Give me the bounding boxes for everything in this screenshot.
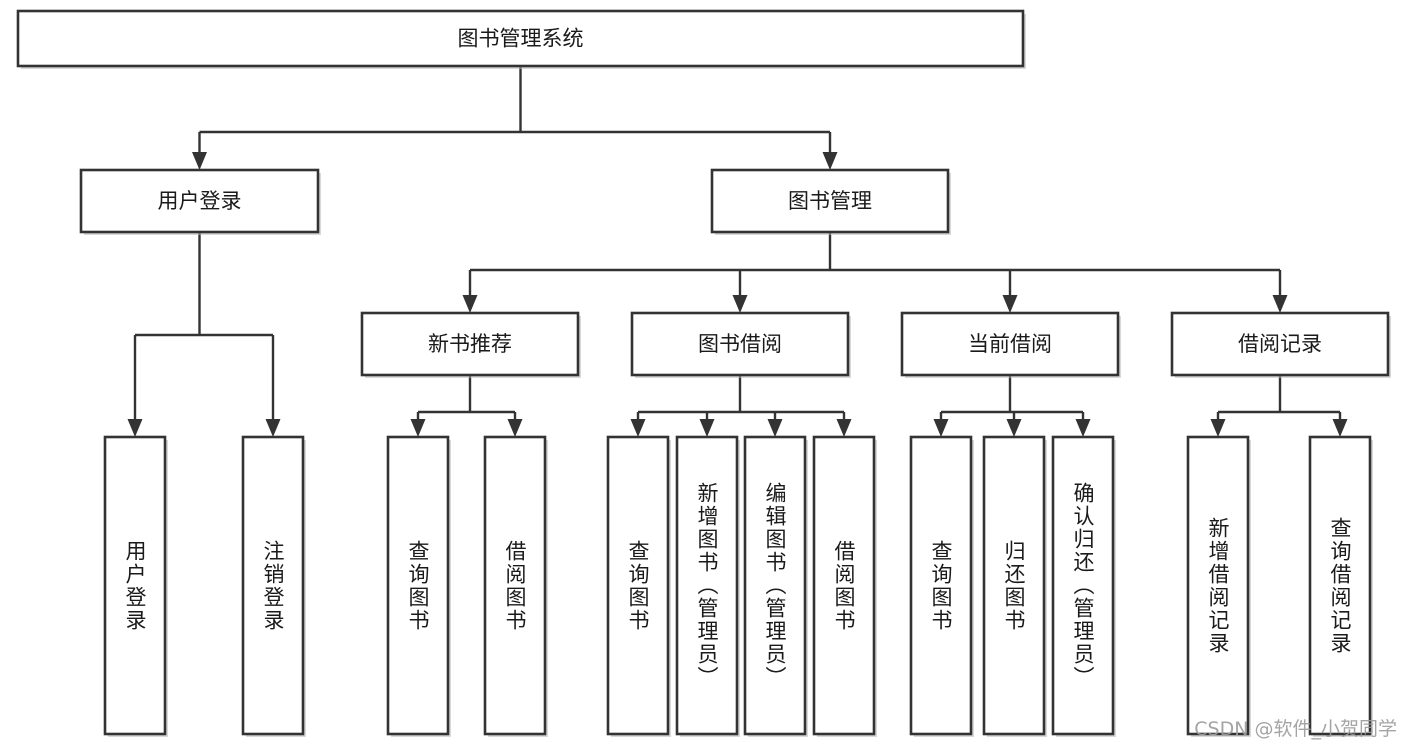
connector-arrowhead	[507, 419, 523, 437]
connector-arrowhead	[1075, 419, 1091, 437]
node-leaf-1[interactable]	[241, 435, 305, 736]
node-leaf-0[interactable]	[103, 435, 167, 736]
node-root[interactable]	[16, 9, 1025, 68]
node-level3-3[interactable]	[1170, 311, 1390, 377]
connector-arrowhead	[767, 419, 783, 437]
node-level2-0[interactable]	[79, 168, 320, 234]
node-leaf-2[interactable]	[386, 435, 450, 736]
node-level3-0[interactable]	[360, 311, 580, 377]
connector-arrowhead	[127, 419, 143, 437]
node-level3-3-label: 借阅记录	[1238, 332, 1322, 356]
connector-arrowhead	[630, 419, 646, 437]
node-leaf-9[interactable]	[982, 435, 1046, 736]
node-leaf-8[interactable]	[909, 435, 973, 736]
connector-arrowhead	[1006, 419, 1022, 437]
node-leaf-7[interactable]	[812, 435, 876, 736]
node-root-label: 图书管理系统	[458, 27, 584, 51]
connector-arrowhead	[933, 419, 949, 437]
connector-arrowhead	[265, 419, 281, 437]
node-level2-1[interactable]	[710, 168, 950, 234]
node-leaf-12[interactable]	[1308, 435, 1372, 736]
node-level3-1[interactable]	[630, 311, 850, 377]
connector-arrowhead	[822, 152, 838, 170]
node-level3-2[interactable]	[900, 311, 1120, 377]
node-level3-1-label: 图书借阅	[698, 332, 782, 356]
connector-arrowhead	[1272, 295, 1288, 313]
node-level2-1-label: 图书管理	[788, 189, 872, 213]
node-leaf-11[interactable]	[1186, 435, 1250, 736]
node-level3-0-label: 新书推荐	[428, 332, 512, 356]
connector-arrowhead	[1332, 419, 1348, 437]
connector-arrowhead	[732, 295, 748, 313]
connector-arrowhead	[462, 295, 478, 313]
node-leaf-6[interactable]	[743, 435, 807, 736]
edges-layer	[127, 66, 1348, 437]
node-level2-0-label: 用户登录	[158, 189, 242, 213]
connector-arrowhead	[410, 419, 426, 437]
node-leaf-4[interactable]	[606, 435, 670, 736]
node-leaf-5[interactable]	[675, 435, 739, 736]
connector-arrowhead	[836, 419, 852, 437]
connector-arrowhead	[192, 152, 207, 170]
connector-arrowhead	[1210, 419, 1226, 437]
connector-arrowhead	[1002, 295, 1018, 313]
node-level3-2-label: 当前借阅	[968, 332, 1052, 356]
node-leaf-3[interactable]	[483, 435, 547, 736]
connector-arrowhead	[699, 419, 715, 437]
node-leaf-10[interactable]	[1051, 435, 1115, 736]
